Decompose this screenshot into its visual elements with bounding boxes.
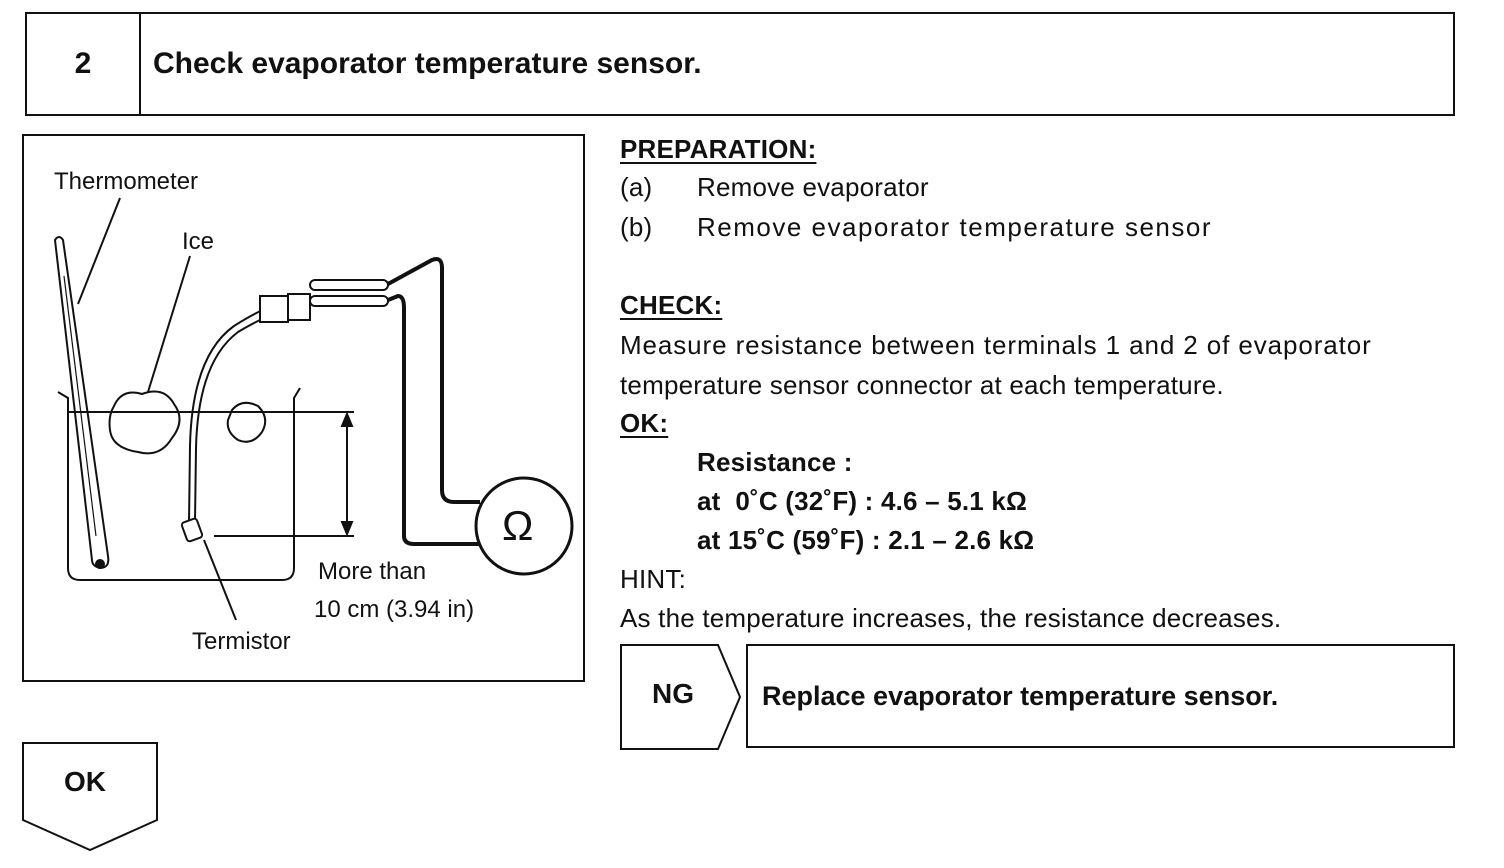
resistance-label: Resistance : bbox=[697, 447, 853, 477]
sensor-test-illustration: Thermometer Ice More than 10 cm (3.94 in… bbox=[22, 134, 585, 682]
ice-cube-1 bbox=[108, 390, 181, 455]
ok-badge: OK bbox=[22, 742, 160, 859]
ng-label: NG bbox=[652, 678, 694, 709]
ng-badge: NG bbox=[620, 644, 742, 755]
check-text-line2: temperature sensor connector at each tem… bbox=[620, 370, 1224, 400]
prep-item-b-text: Remove evaporator temperature sensor bbox=[697, 212, 1213, 242]
step-title: Check evaporator temperature sensor. bbox=[153, 47, 702, 80]
step-number: 2 bbox=[27, 14, 141, 114]
ice-cube-2 bbox=[226, 401, 267, 443]
preparation-heading: PREPARATION: bbox=[620, 134, 817, 164]
ok-label: OK bbox=[64, 766, 106, 797]
ng-action-box: Replace evaporator temperature sensor. bbox=[746, 644, 1455, 748]
hint-text: As the temperature increases, the resist… bbox=[620, 603, 1282, 633]
ohm-symbol: Ω bbox=[502, 502, 534, 549]
ice-label: Ice bbox=[182, 228, 215, 255]
distance-label-line1: More than bbox=[318, 558, 427, 585]
thermistor bbox=[180, 517, 204, 543]
prep-item-b-marker: (b) bbox=[620, 212, 653, 242]
meter-lead-2 bbox=[387, 293, 480, 546]
thermometer-label: Thermometer bbox=[54, 168, 199, 195]
check-text-line1: Measure resistance between terminals 1 a… bbox=[620, 330, 1372, 360]
distance-label-line2: 10 cm (3.94 in) bbox=[314, 596, 475, 623]
ng-action-text: Replace evaporator temperature sensor. bbox=[762, 680, 1279, 711]
spec-15c: at 15˚C (59˚F) : 2.1 – 2.6 kΩ bbox=[697, 525, 1035, 555]
ok-heading: OK: bbox=[620, 408, 669, 438]
prep-item-a-text: Remove evaporator bbox=[697, 172, 929, 202]
prep-item-a-marker: (a) bbox=[620, 172, 653, 202]
sensor-wire-1 bbox=[188, 305, 273, 523]
ohmmeter bbox=[474, 476, 574, 576]
water-container bbox=[57, 387, 301, 581]
illustration-drawing bbox=[53, 197, 574, 621]
termistor-label: Termistor bbox=[192, 628, 291, 655]
step-header: 2 Check evaporator temperature sensor. bbox=[25, 12, 1455, 116]
thermometer-body bbox=[53, 236, 110, 570]
sensor-connector bbox=[259, 295, 289, 323]
meter-lead-1 bbox=[387, 257, 480, 504]
check-heading: CHECK: bbox=[620, 290, 723, 320]
spec-0c: at 0˚C (32˚F) : 4.6 – 5.1 kΩ bbox=[697, 486, 1028, 516]
hint-heading: HINT: bbox=[620, 564, 686, 594]
